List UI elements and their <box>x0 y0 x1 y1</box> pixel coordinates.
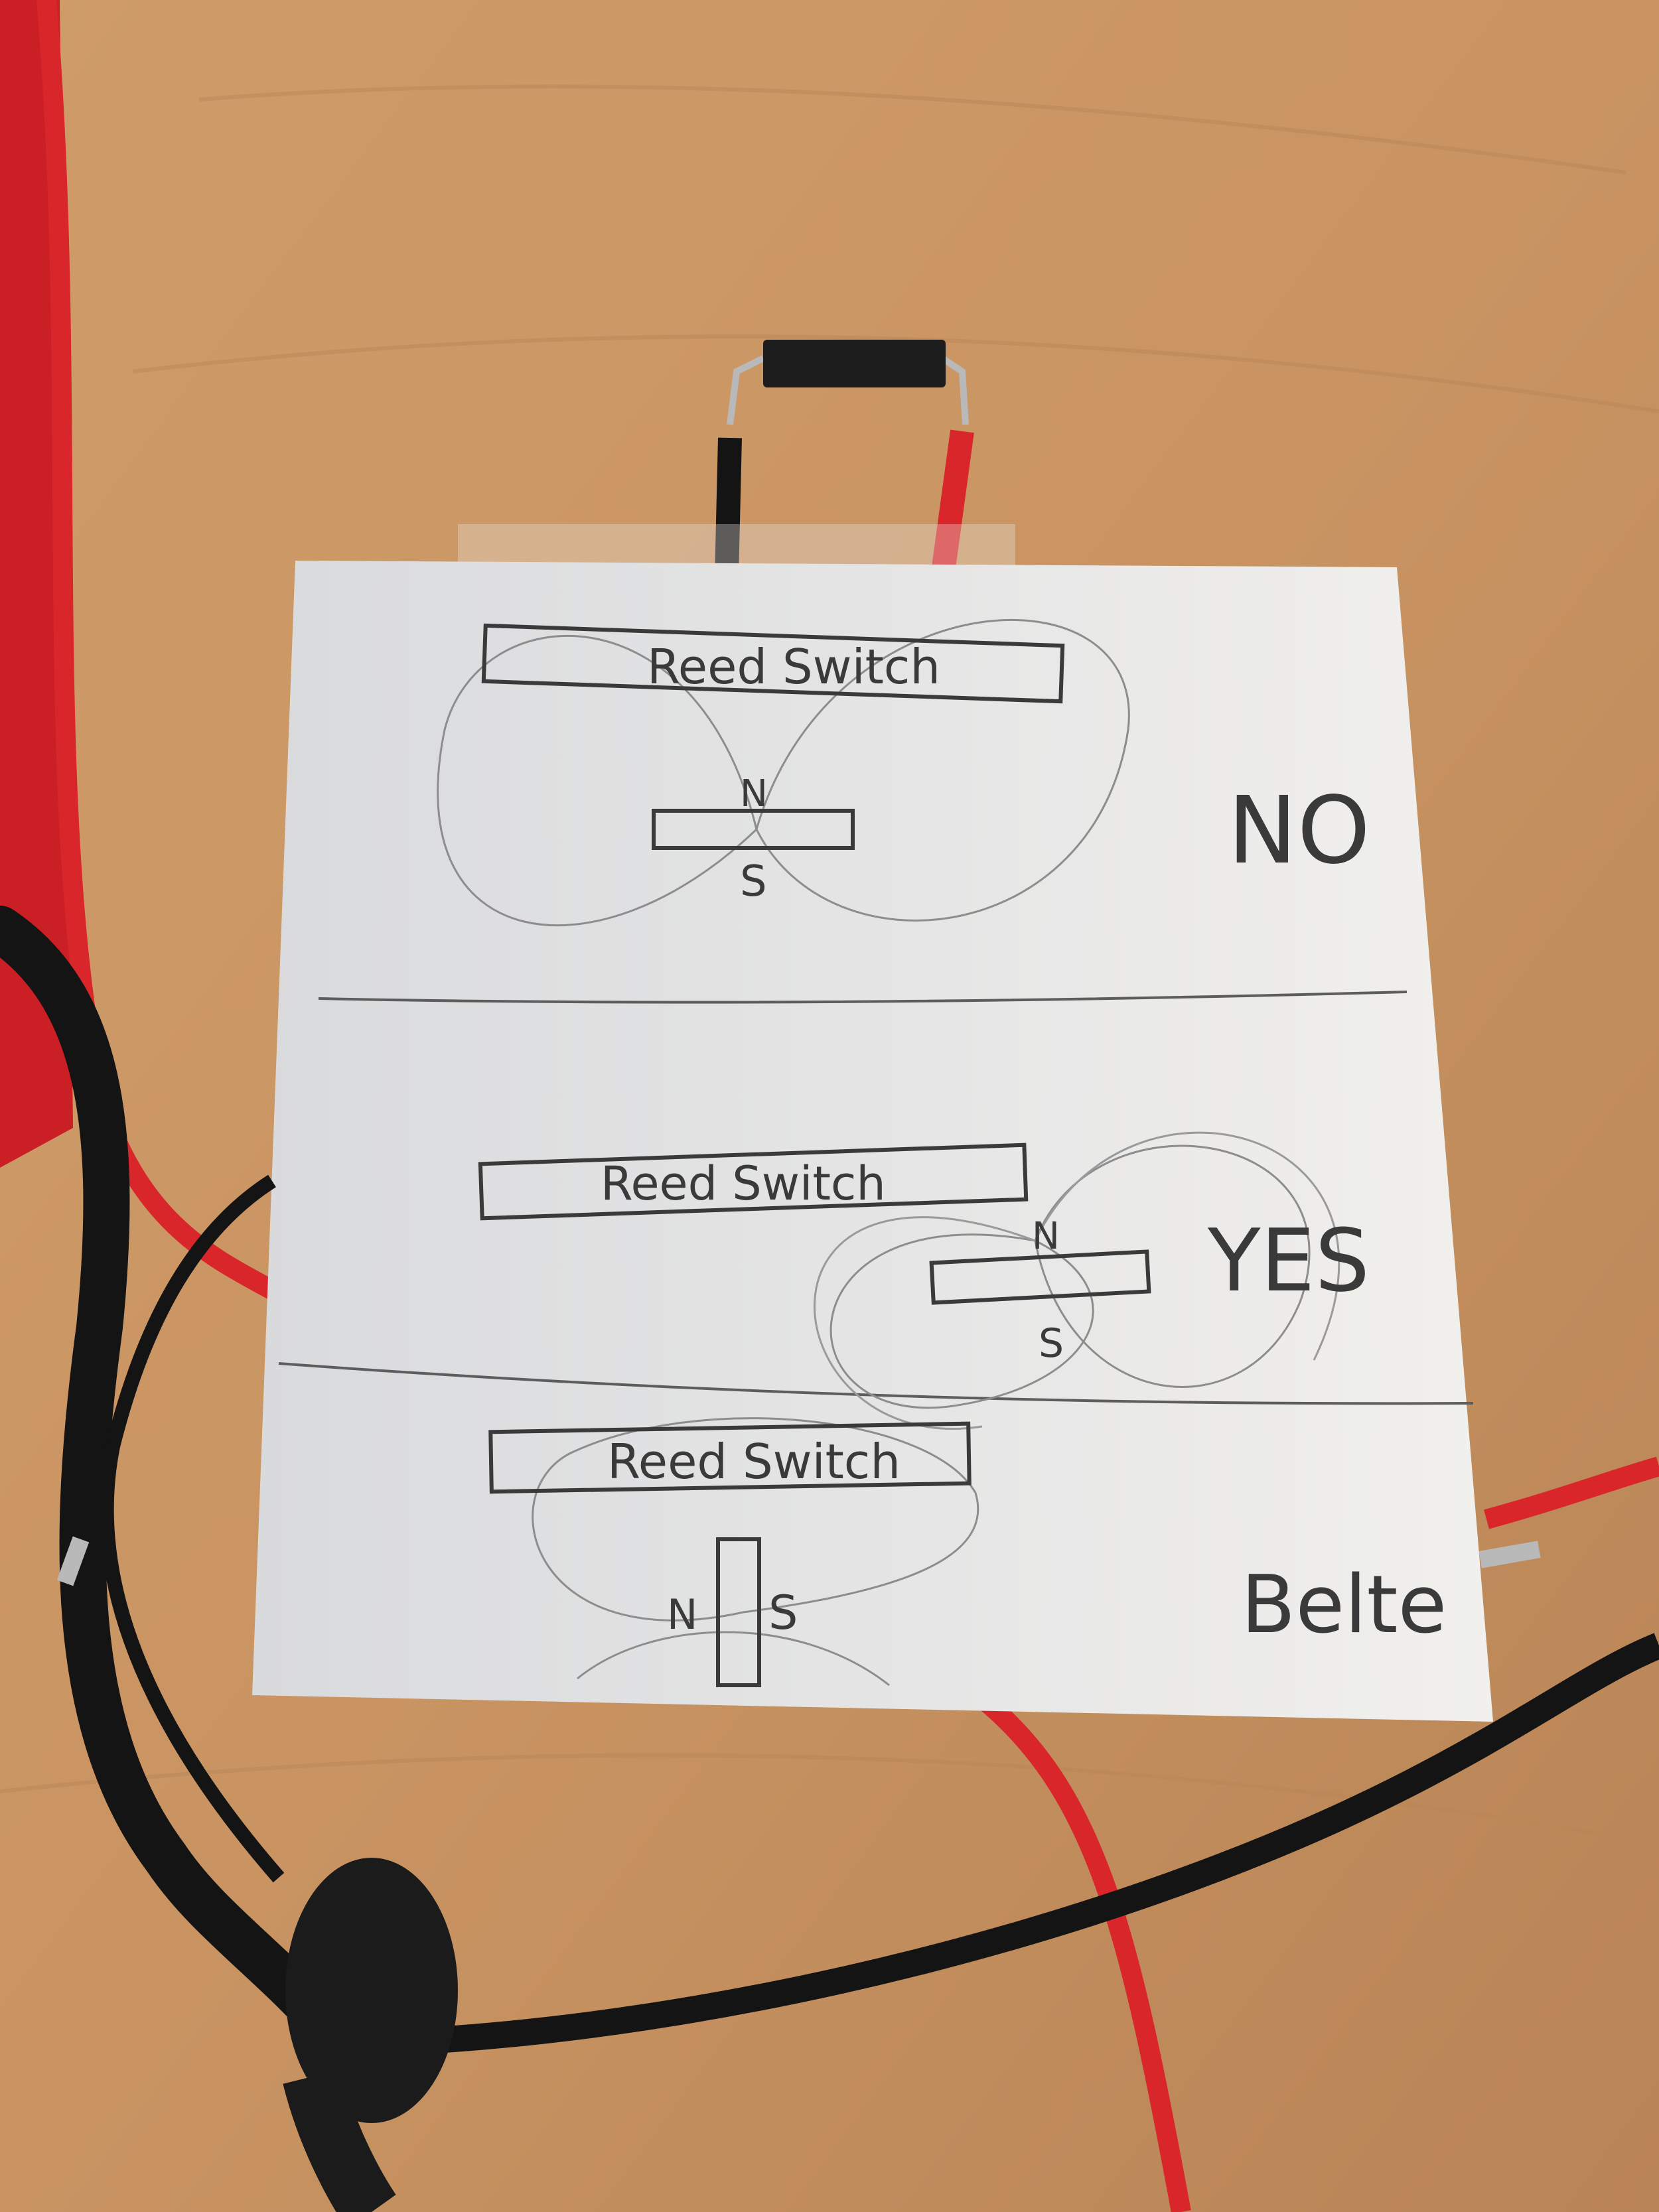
magnet-north: N <box>1032 1215 1060 1258</box>
verdict-label: NO <box>1228 777 1370 885</box>
reed-switch-label: Reed Switch <box>647 639 940 695</box>
reed-switch-label: Reed Switch <box>607 1434 901 1489</box>
reed-switch-label: Reed Switch <box>601 1156 886 1211</box>
magnet-south: S <box>768 1586 798 1640</box>
verdict-label: YES <box>1207 1210 1370 1311</box>
paper-sheet <box>252 561 1493 1722</box>
magnet-north: N <box>740 772 768 815</box>
magnet-south: S <box>1039 1320 1064 1367</box>
magnet-south: S <box>740 857 767 906</box>
magnet-north: N <box>667 1590 697 1639</box>
verdict-label: Belte <box>1241 1559 1447 1651</box>
reed-switch-component <box>763 340 946 387</box>
